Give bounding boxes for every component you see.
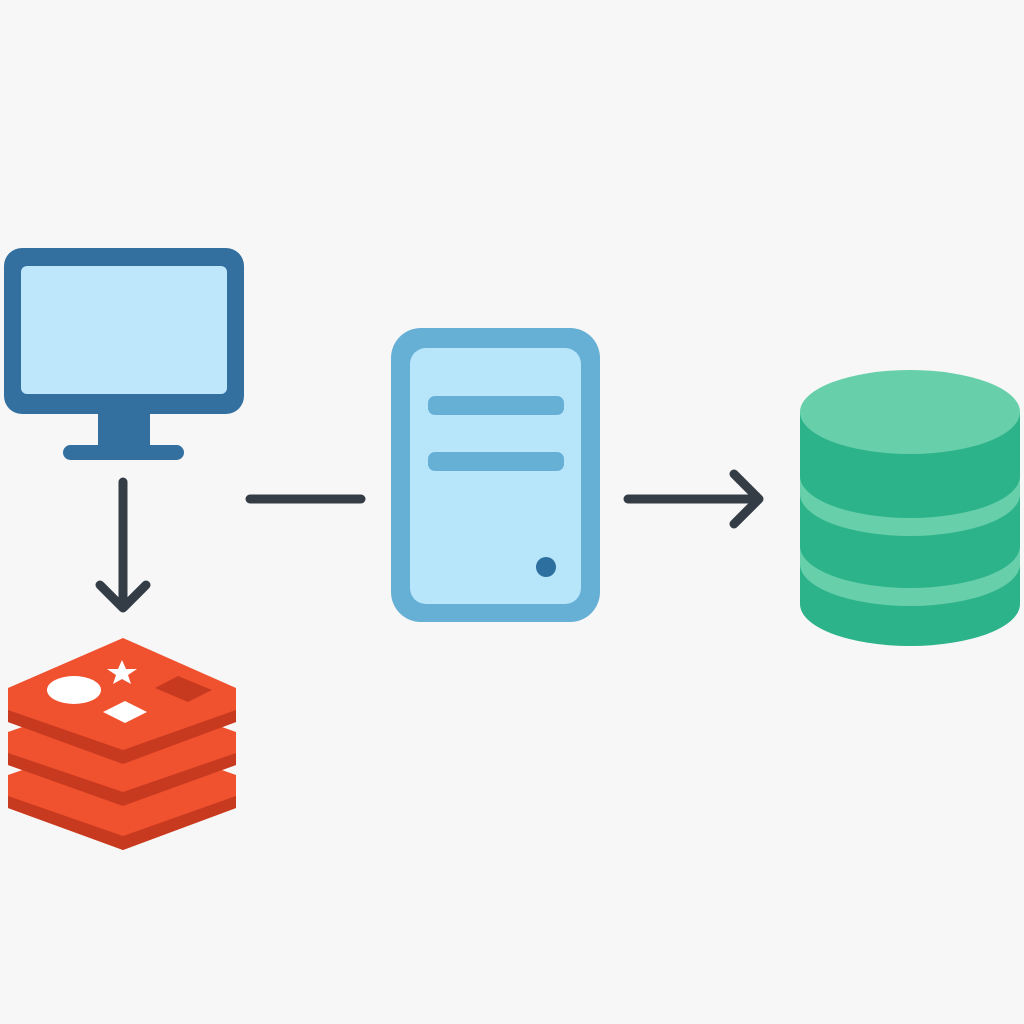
arrow-head <box>729 469 764 529</box>
server-led <box>536 557 556 577</box>
monitor-base <box>63 445 184 460</box>
monitor-screen <box>21 266 227 394</box>
redis-cache-icon <box>8 638 236 850</box>
redis-star-mark <box>107 660 137 684</box>
server-slot-2 <box>428 452 564 471</box>
redis-layer-middle-shadow <box>8 753 236 806</box>
monitor-neck <box>98 410 150 448</box>
redis-diamond-mark <box>103 701 147 723</box>
redis-layer-bottom-shadow <box>8 796 236 850</box>
arrow-head <box>95 580 151 613</box>
client-to-cache-arrow <box>95 477 151 613</box>
redis-layer-top-shadow <box>8 710 236 764</box>
database-icon <box>800 370 1020 646</box>
server-slot-1 <box>428 396 564 415</box>
redis-circle-mark <box>47 676 101 704</box>
server-icon <box>391 328 600 622</box>
database-top <box>800 370 1020 454</box>
server-to-database-arrow <box>623 469 764 529</box>
redis-square-mark <box>155 676 212 702</box>
database-band-2 <box>800 546 1020 606</box>
database-band-1 <box>800 476 1020 536</box>
monitor-icon <box>4 248 244 460</box>
